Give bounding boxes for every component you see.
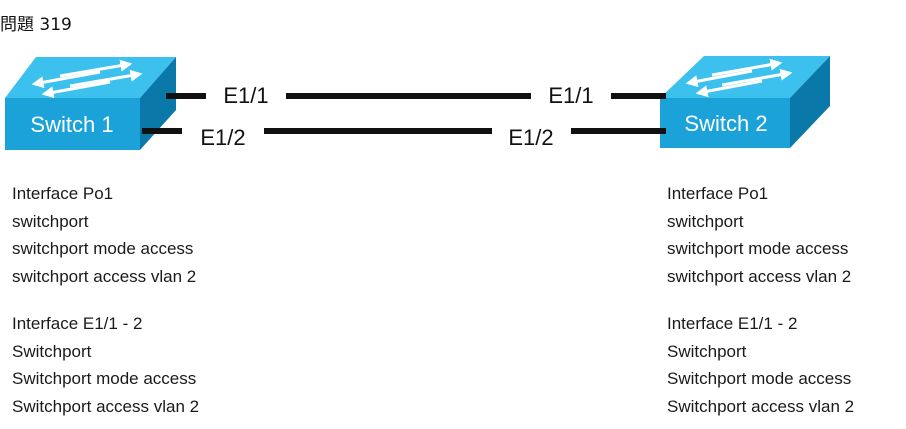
switch-1-side [140, 57, 176, 150]
switch-2-config: Interface Po1 switchport switchport mode… [667, 180, 854, 420]
config-line: switchport access vlan 2 [667, 266, 852, 286]
config-line: switchport access vlan 2 [12, 266, 197, 286]
config-line: Interface Po1 [12, 184, 114, 203]
link-e1-2-right-port: E1/2 [508, 125, 553, 150]
config-line: switchport mode access [12, 239, 194, 258]
config-line: Switchport access vlan 2 [667, 396, 855, 416]
config-line: Interface Po1 [667, 184, 769, 203]
network-diagram: Switch 1 Switch 2 E1/1 E1/1 E1/2 E1/2 [5, 56, 830, 150]
config-line: Switchport [12, 341, 92, 361]
config-line: Switchport mode access [12, 369, 197, 388]
config-line: Switchport [667, 341, 747, 361]
link-e1-2-left-port: E1/2 [200, 125, 245, 150]
config-line: switchport [667, 211, 744, 231]
config-line: Switchport access vlan 2 [12, 396, 200, 416]
switch-1[interactable]: Switch 1 [5, 57, 176, 150]
switch-1-front [5, 98, 140, 150]
switch-2[interactable]: Switch 2 [660, 56, 830, 148]
config-line: switchport [12, 211, 89, 231]
switch-1-label: Switch 1 [30, 112, 113, 137]
switch-2-label: Switch 2 [684, 111, 767, 136]
link-e1-1-right-port: E1/1 [548, 83, 593, 108]
switch-2-arrows-icon [685, 58, 793, 98]
switch-1-arrows-icon [31, 59, 143, 99]
config-line: switchport mode access [667, 239, 849, 258]
config-line: Switchport mode access [667, 369, 852, 388]
page-title: 問題 319 [0, 15, 72, 35]
config-gap [667, 290, 854, 310]
switch-1-config: Interface Po1 switchport switchport mode… [12, 180, 199, 420]
config-line: Interface E1/1 - 2 [12, 314, 143, 333]
link-e1-1-left-port: E1/1 [223, 83, 268, 108]
config-line: Interface E1/1 - 2 [667, 314, 798, 333]
switch-2-side [790, 56, 830, 148]
switch-2-front [660, 98, 790, 148]
config-gap [12, 290, 199, 310]
